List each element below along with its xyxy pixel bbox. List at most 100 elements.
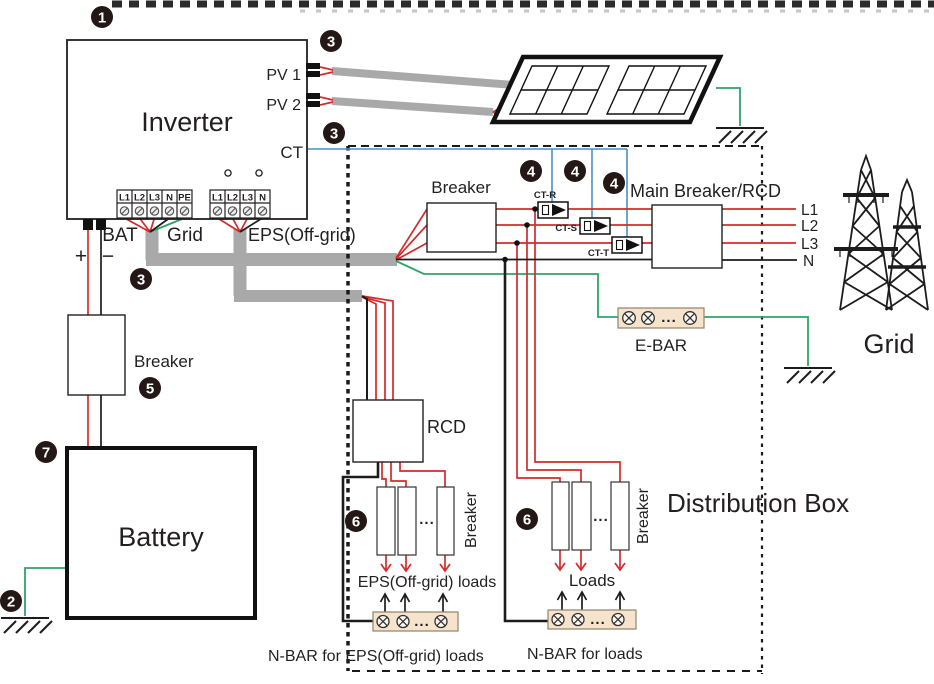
minus-sign: − (102, 245, 114, 268)
pv-panel (489, 54, 724, 125)
grid-eps-switch (224, 169, 263, 177)
pv2-label: PV 2 (266, 97, 301, 114)
svg-text:3: 3 (327, 34, 335, 51)
badge-5 (139, 377, 161, 399)
svg-text:L2: L2 (134, 193, 145, 204)
battery-breaker-box (67, 314, 126, 396)
neutral-wires-black (100, 159, 797, 623)
battery-box (65, 446, 257, 620)
l3-out-label: L3 (801, 236, 818, 253)
svg-text:4: 4 (527, 164, 536, 181)
n-out-label: N (803, 253, 814, 270)
bat-label: BAT (102, 225, 138, 246)
bat-terminal-minus (96, 219, 106, 230)
pv1-label: PV 1 (266, 67, 301, 84)
eps-breaker-label: Breaker (463, 491, 480, 548)
battery-breaker-label: Breaker (134, 352, 194, 371)
svg-text:L3: L3 (242, 193, 253, 204)
ct-t-label: CT-T (588, 248, 609, 259)
svg-text:...: ... (590, 611, 606, 628)
badge-3-grid (130, 268, 152, 290)
n-to-loads-bar (503, 259, 548, 623)
svg-text:5: 5 (146, 381, 154, 398)
busbars (372, 307, 705, 632)
grid-load-breakers (551, 481, 630, 551)
ct-label: CT (280, 143, 303, 162)
svg-text:2: 2 (7, 594, 15, 611)
battery-ground-icon (1, 617, 53, 634)
l2-out-label: L2 (801, 218, 818, 235)
l1-out-label: L1 (801, 202, 818, 219)
distribution-box-title: Distribution Box (667, 488, 849, 518)
rcd-box (352, 399, 424, 463)
badge-3-pv (320, 30, 342, 52)
terminal-screws (119, 206, 268, 216)
ct-s-label: CT-S (555, 223, 577, 234)
loads-label: Loads (569, 571, 615, 590)
pv-ground-icon (716, 127, 768, 144)
svg-text:L1: L1 (119, 193, 131, 204)
svg-text:L3: L3 (149, 193, 160, 204)
badge-7 (35, 441, 57, 463)
svg-text:...: ... (419, 511, 435, 528)
svg-text:PE: PE (178, 193, 191, 204)
main-breaker-label: Main Breaker/RCD (630, 181, 781, 201)
svg-text:6: 6 (523, 512, 531, 529)
svg-text:3: 3 (330, 126, 338, 143)
busbar-terminals (376, 311, 697, 629)
pv2-cable (331, 97, 494, 116)
badge-3-ct (323, 122, 345, 144)
grid-title: Grid (863, 329, 914, 359)
inverter-box (66, 39, 308, 220)
svg-text:L1: L1 (212, 193, 224, 204)
badge-2 (0, 590, 22, 612)
svg-text:...: ... (661, 309, 677, 326)
labels: Inverter PV 1 PV 2 CT L1 L2 L3 N PE L1 L… (75, 67, 915, 665)
nbar-loads-label: N-BAR for loads (527, 646, 643, 663)
nbar-eps-label: N-BAR for EPS(Off-grid) loads (268, 648, 484, 665)
junction-dots (502, 206, 538, 263)
badge-4-cts (564, 160, 586, 182)
eps-loads-label: EPS(Off-grid) loads (358, 574, 496, 591)
badge-6-eps (345, 510, 367, 532)
eps-port-label: EPS(Off-grid) (248, 225, 356, 245)
e-bar-label: E-BAR (635, 336, 687, 355)
svg-text:4: 4 (610, 176, 619, 193)
distribution-box-border (346, 145, 764, 674)
inverter-title: Inverter (141, 107, 233, 137)
svg-text:N: N (259, 193, 266, 204)
badge-1 (91, 6, 113, 28)
step-badges (0, 6, 625, 612)
svg-text:...: ... (593, 508, 609, 525)
svg-text:N: N (166, 193, 173, 204)
grid-port-label: Grid (167, 225, 203, 246)
gray-cables (145, 67, 515, 302)
plus-sign: + (75, 245, 87, 268)
n-to-eps-bar (341, 462, 380, 623)
pv-panel-earth (716, 87, 741, 126)
grid-ground-icon (784, 367, 836, 384)
ct-sensors (537, 201, 643, 254)
badge-6-loads (516, 508, 538, 530)
battery-title: Battery (118, 522, 204, 552)
ct-t-sensor (611, 236, 643, 254)
svg-text:...: ... (414, 613, 430, 630)
svg-text:1: 1 (98, 10, 106, 27)
ct-r-sensor (537, 201, 569, 219)
ct-s-sensor (579, 217, 611, 235)
ct-r-label: CT-R (534, 190, 556, 201)
ground-symbols (1, 127, 836, 634)
battery-earth (24, 567, 67, 616)
svg-text:3: 3 (137, 272, 145, 289)
svg-text:6: 6 (352, 514, 360, 531)
badge-4-ctr (520, 160, 542, 182)
main-breaker-rcd-box (651, 204, 723, 269)
grid-tower-icon (834, 153, 929, 311)
loads-breaker-label: Breaker (635, 487, 652, 544)
ct-signal-wires (308, 148, 628, 238)
pv1-cable (331, 67, 515, 89)
step-badge-numbers: 1 2 3 3 3 4 4 4 5 6 6 7 (7, 10, 619, 611)
grid-breaker-label: Breaker (431, 178, 491, 197)
e-bar (617, 307, 705, 329)
